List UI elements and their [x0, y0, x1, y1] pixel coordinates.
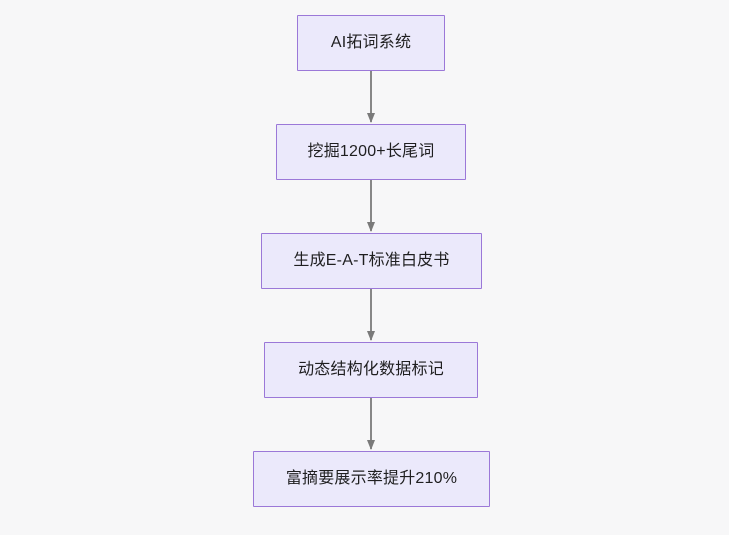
flow-node-label: 生成E-A-T标准白皮书 [293, 252, 450, 269]
flow-node-ai-keyword-system[interactable]: AI拓词系统 [297, 15, 445, 71]
flow-node-label: 富摘要展示率提升210% [285, 470, 458, 487]
flow-node-mine-longtail-keywords[interactable]: 挖掘1200+长尾词 [276, 124, 466, 180]
flow-node-label: 动态结构化数据标记 [298, 361, 444, 378]
flow-node-rich-snippet-rate-increase[interactable]: 富摘要展示率提升210% [253, 451, 490, 507]
flow-node-label: AI拓词系统 [330, 34, 412, 51]
flow-node-dynamic-structured-data-markup[interactable]: 动态结构化数据标记 [264, 342, 478, 398]
flow-node-generate-eat-whitepaper[interactable]: 生成E-A-T标准白皮书 [261, 233, 482, 289]
flow-node-label: 挖掘1200+长尾词 [307, 143, 435, 160]
